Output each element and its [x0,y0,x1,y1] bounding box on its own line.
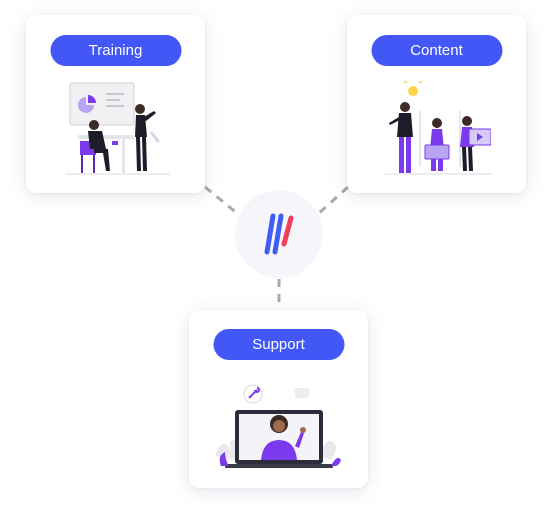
standing-person-head [135,104,145,114]
connector-training [204,185,239,216]
chat-bubble-icon [295,388,309,398]
content-illustration [385,81,491,175]
training-illustration [66,82,170,175]
content-card[interactable]: Content [347,15,526,193]
training-button[interactable]: Training [50,35,181,66]
support-illustration [215,384,341,468]
seated-person-head [89,120,99,130]
hub-circle [235,190,323,278]
lightbulb-icon [408,86,418,96]
content-button[interactable]: Content [371,35,502,66]
training-card[interactable]: Training [26,15,205,193]
wrench-icon [248,387,260,399]
pie-chart-mark [78,97,94,113]
brand-logo-icon [264,213,294,255]
content-board [424,144,450,160]
support-agent-body [261,440,297,460]
desk [78,135,134,139]
connector-content [316,185,350,216]
support-card[interactable]: Support [189,310,368,488]
support-button[interactable]: Support [213,329,344,360]
